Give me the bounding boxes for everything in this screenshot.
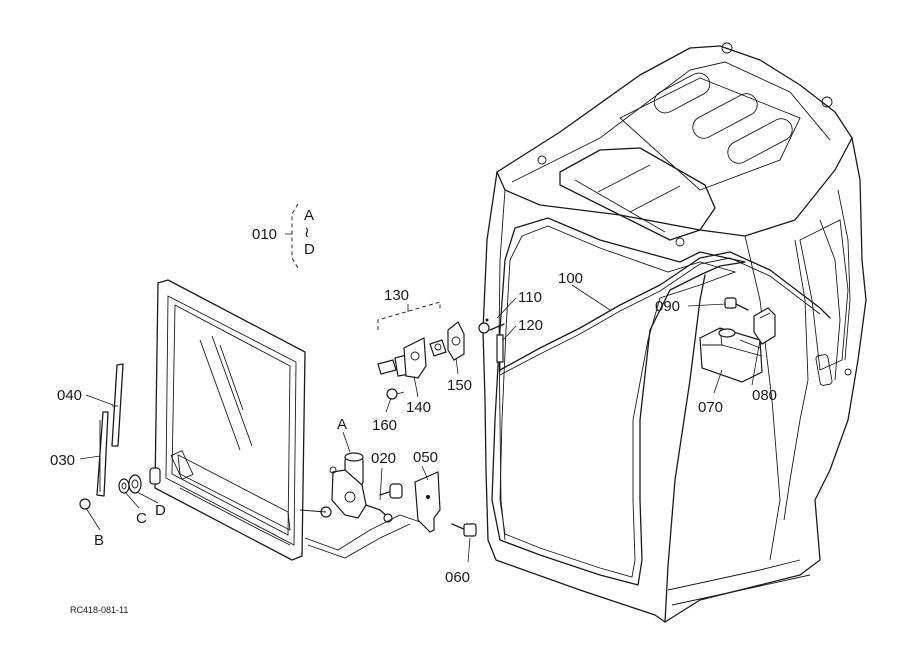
wiper-arm-040 — [111, 363, 124, 447]
label-150: 150 — [447, 377, 472, 394]
label-080: 080 — [752, 387, 777, 404]
label-090: 090 — [655, 298, 680, 315]
label-b: B — [94, 532, 104, 549]
bracket-050 — [414, 471, 441, 533]
nozzle-assembly — [377, 321, 465, 400]
label-020: 020 — [371, 450, 396, 467]
label-050: 050 — [413, 449, 438, 466]
washer-tank — [699, 327, 763, 383]
label-range-d: D — [304, 241, 315, 258]
label-130: 130 — [384, 287, 409, 304]
group-bracket-010 — [291, 203, 299, 269]
label-070: 070 — [698, 399, 723, 416]
washer-c — [118, 478, 130, 494]
wire-harness — [304, 514, 421, 559]
label-c: C — [136, 510, 147, 527]
label-060: 060 — [445, 569, 470, 586]
washer-hose — [499, 251, 831, 376]
window-panel — [154, 279, 306, 561]
label-d: D — [155, 502, 166, 519]
wiper-motor — [299, 452, 403, 523]
hose-joint — [478, 318, 505, 372]
bushing — [149, 467, 161, 485]
bolt-090 — [724, 297, 749, 311]
wiper-blade-030 — [96, 411, 109, 497]
label-010: 010 — [252, 226, 277, 243]
label-030: 030 — [50, 452, 75, 469]
tank-bracket-080 — [753, 307, 776, 345]
label-140: 140 — [406, 399, 431, 416]
cab-frame — [482, 42, 867, 623]
label-range-sep: ≀ — [304, 224, 310, 241]
label-040: 040 — [57, 387, 82, 404]
label-160: 160 — [372, 417, 397, 434]
label-100: 100 — [558, 270, 583, 287]
bolt-060 — [451, 523, 477, 537]
reference-code: RC418-081-11 — [70, 605, 128, 615]
label-a: A — [337, 416, 347, 433]
washer-d — [128, 474, 142, 494]
nut-b — [79, 498, 91, 510]
label-120: 120 — [518, 317, 543, 334]
label-110: 110 — [518, 289, 542, 306]
leader-lines — [79, 233, 761, 563]
label-range-a: A — [304, 207, 314, 224]
group-bracket-130 — [377, 301, 441, 330]
part-labels: 010 A ≀ D 040 030 B C D A 020 050 060 13… — [50, 207, 777, 615]
